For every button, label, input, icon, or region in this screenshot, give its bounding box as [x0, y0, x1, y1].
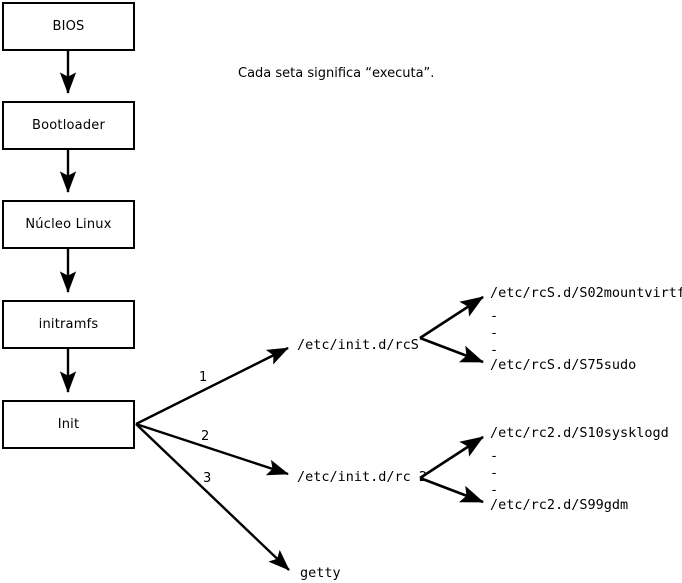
- rcs-branch-arrow-last: [419, 336, 484, 364]
- rcs-script-last[interactable]: /etc/rcS.d/S75sudo: [490, 357, 637, 373]
- rc2-branch-arrow-last: [419, 476, 484, 504]
- branch-number-2: 2: [201, 429, 210, 444]
- node-label: initramfs: [38, 317, 99, 332]
- diagram-note: Cada seta significa “executa”.: [238, 66, 435, 81]
- rc2-script-first[interactable]: /etc/rc2.d/S10sysklogd: [490, 425, 669, 441]
- node-box-init[interactable]: Init: [2, 400, 135, 449]
- node-label: Núcleo Linux: [25, 217, 112, 232]
- rcs-script-first[interactable]: /etc/rcS.d/S02mountvirtfs: [490, 285, 682, 301]
- rcs-ellipsis-dash: -: [490, 308, 499, 324]
- node-box-initramfs[interactable]: initramfs: [2, 300, 135, 349]
- node-label: BIOS: [52, 19, 85, 34]
- init-branch-arrow-3: [135, 423, 290, 571]
- branch-number-1: 1: [199, 370, 208, 385]
- rcs-ellipsis-dash: -: [490, 342, 499, 358]
- rc2-ellipsis-dash: -: [490, 448, 499, 464]
- init-branch-target-rc2[interactable]: /etc/init.d/rc 2: [297, 469, 428, 485]
- rc2-script-last[interactable]: /etc/rc2.d/S99gdm: [490, 497, 629, 513]
- rc2-ellipsis-dash: -: [490, 482, 499, 498]
- init-branch-arrow-2: [135, 422, 289, 476]
- node-box-kernel[interactable]: Núcleo Linux: [2, 200, 135, 249]
- node-box-bios[interactable]: BIOS: [2, 2, 135, 51]
- node-box-bootloader[interactable]: Bootloader: [2, 101, 135, 150]
- rcs-ellipsis-dash: -: [490, 325, 499, 341]
- node-label: Init: [57, 417, 80, 432]
- rc2-ellipsis-dash: -: [490, 465, 499, 481]
- init-branch-arrow-1: [135, 346, 289, 426]
- rc2-branch-arrow-first: [419, 435, 484, 480]
- init-branch-target-getty[interactable]: getty: [300, 565, 341, 581]
- branch-number-3: 3: [203, 471, 212, 486]
- node-label: Bootloader: [31, 118, 106, 133]
- rcs-branch-arrow-first: [419, 295, 484, 340]
- init-branch-target-rcs[interactable]: /etc/init.d/rcS: [297, 337, 419, 353]
